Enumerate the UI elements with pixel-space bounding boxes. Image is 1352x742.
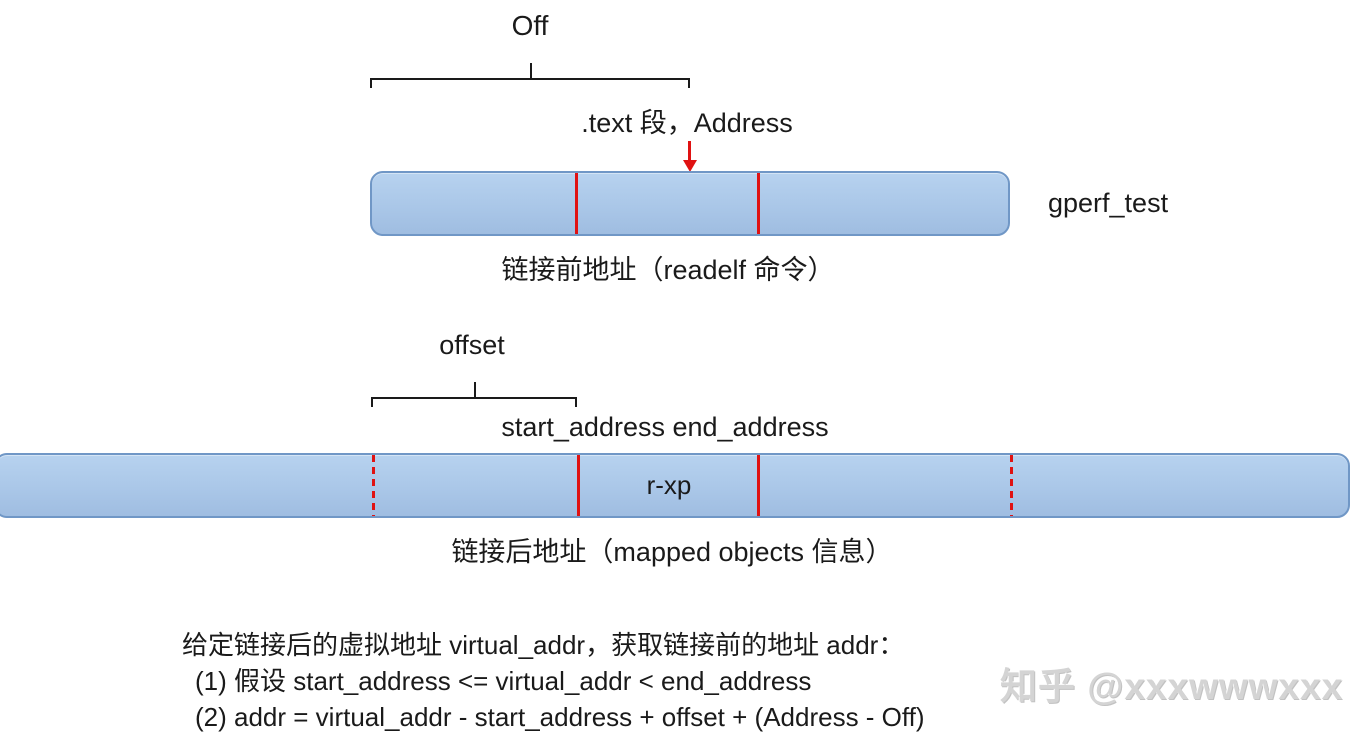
prelink-section-start-marker: [575, 173, 578, 234]
off-bracket-right-tick: [688, 78, 690, 88]
offset-bracket-mid-tick: [474, 382, 476, 397]
text-segment-label: .text 段，Address: [581, 108, 793, 138]
off-bracket-left-tick: [370, 78, 372, 88]
off-bracket-mid-tick: [530, 63, 532, 78]
mapping-file-start-marker: [372, 455, 375, 516]
prelink-caption: 链接前地址（readelf 命令）: [501, 255, 835, 285]
binary-name-label: gperf_test: [1048, 188, 1169, 218]
offset-bracket-line: [371, 397, 577, 399]
down-arrow-shaft: [688, 141, 691, 162]
notes-step-1: (1) 假设 start_address <= virtual_addr < e…: [195, 666, 812, 696]
prelink-section-end-marker: [757, 173, 760, 234]
down-arrow-icon: [683, 141, 697, 172]
prelink-bar: [370, 171, 1010, 236]
zhihu-watermark: 知乎 @xxxwwwxxx: [1000, 666, 1344, 707]
postlink-caption: 链接后地址（mapped objects 信息）: [451, 537, 893, 567]
mapping-file-end-marker: [1010, 455, 1013, 516]
notes-intro: 给定链接后的虚拟地址 virtual_addr，获取链接前的地址 addr：: [182, 630, 905, 660]
offset-bracket: [371, 382, 577, 407]
down-arrow-head: [683, 160, 697, 172]
start-address-marker: [577, 455, 580, 516]
notes-block: 给定链接后的虚拟地址 virtual_addr，获取链接前的地址 addr： (…: [182, 627, 925, 735]
address-range-label: start_address end_address: [501, 412, 829, 442]
off-bracket-line: [370, 78, 690, 80]
off-bracket-label: Off: [511, 10, 549, 41]
permission-label: r-xp: [646, 470, 692, 500]
offset-bracket-right-tick: [575, 397, 577, 407]
end-address-marker: [757, 455, 760, 516]
offset-bracket-left-tick: [371, 397, 373, 407]
notes-step-2: (2) addr = virtual_addr - start_address …: [195, 702, 925, 732]
postlink-bar: r-xp: [0, 453, 1350, 518]
off-bracket: [370, 63, 690, 88]
offset-bracket-label: offset: [439, 330, 505, 360]
